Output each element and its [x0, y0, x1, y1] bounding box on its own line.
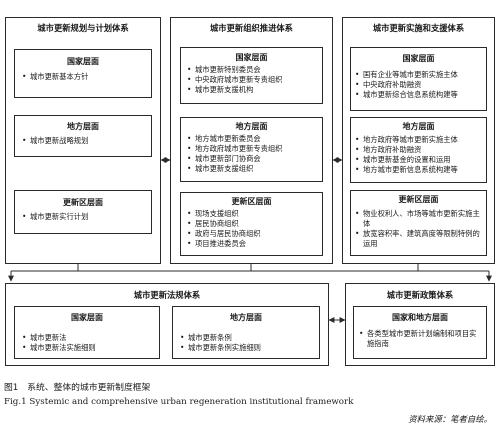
list-item: 城市更新综合信息系统构建等: [355, 90, 458, 100]
implementation-national-list: 国有企业等城市更新实施主体 中央政府补助融资 城市更新综合信息系统构建等: [355, 70, 458, 100]
list-item: 物业权利人、市场等城市更新实施主体: [355, 209, 481, 229]
policy-levels-list: 各类型城市更新计划编制和项目实施指南: [359, 329, 483, 349]
planning-national-title: 国家层面: [67, 57, 99, 66]
list-item: 城市更新支援机构: [187, 85, 283, 95]
implementation-system-title: 城市更新实施和支援体系: [372, 23, 465, 33]
policy-system-title: 城市更新政策体系: [386, 290, 454, 300]
list-item: 项目推进委员会: [187, 239, 261, 249]
list-item: 城市更新战略规划: [22, 136, 88, 146]
list-item: 中央政府城市更新专责组织: [187, 75, 283, 85]
list-item: 城市更新基本方针: [22, 72, 88, 82]
organization-district-box: 更新区层面 现场支援组织 居民协商组织 政府与居民协商组织 项目推进委员会: [180, 192, 323, 256]
planning-local-box: 地方层面 城市更新战略规划: [14, 115, 152, 157]
list-item: 城市更新条例实施细则: [180, 343, 261, 353]
organization-national-list: 城市更新特别委员会 中央政府城市更新专责组织 城市更新支援机构: [187, 65, 283, 95]
list-item: 地方城市更新信息系统构建等: [355, 165, 458, 175]
organization-district-title: 更新区层面: [231, 197, 272, 206]
source-note: 资料来源：笔者自绘。: [408, 414, 492, 424]
organization-national-box: 国家层面 城市更新特别委员会 中央政府城市更新专责组织 城市更新支援机构: [180, 47, 323, 104]
figure-caption-en: Fig.1 Systemic and comprehensive urban r…: [4, 397, 354, 407]
policy-levels-box: 国家和地方层面 各类型城市更新计划编制和项目实施指南: [353, 306, 487, 359]
organization-system-title: 城市更新组织推进体系: [210, 23, 293, 33]
list-item: 居民协商组织: [187, 219, 261, 229]
implementation-local-title: 地方层面: [402, 122, 435, 131]
list-item: 中央政府补助融资: [355, 80, 458, 90]
organization-local-title: 地方层面: [235, 122, 268, 131]
list-item: 城市更新部门协商会: [187, 154, 283, 164]
implementation-local-box: 地方层面 地方政府等城市更新实施主体 地方政府补助融资 城市更新基金的设置和运用…: [350, 117, 487, 183]
list-item: 地方城市更新委员会: [187, 134, 283, 144]
list-item: 地方政府等城市更新实施主体: [355, 135, 458, 145]
list-item: 城市更新支援组织: [187, 164, 283, 174]
planning-local-title: 地方层面: [67, 122, 99, 131]
implementation-national-title: 国家层面: [402, 54, 435, 63]
list-item: 城市更新实行计划: [22, 212, 88, 222]
list-item: 城市更新特别委员会: [187, 65, 283, 75]
list-item: 国有企业等城市更新实施主体: [355, 70, 458, 80]
list-item: 地方政府补助融资: [355, 145, 458, 155]
planning-national-list: 城市更新基本方针: [22, 72, 88, 82]
law-national-box: 国家层面 城市更新法 城市更新法实施细则: [14, 306, 160, 359]
planning-district-list: 城市更新实行计划: [22, 212, 88, 222]
law-local-box: 地方层面 城市更新条例 城市更新条例实施细则: [172, 306, 320, 359]
list-item: 地方政府城市更新专责组织: [187, 144, 283, 154]
list-item: 城市更新基金的设置和运用: [355, 155, 458, 165]
policy-levels-title: 国家和地方层面: [392, 313, 448, 322]
organization-local-box: 地方层面 地方城市更新委员会 地方政府城市更新专责组织 城市更新部门协商会 城市…: [180, 117, 323, 182]
list-item: 城市更新法实施细则: [22, 343, 96, 353]
implementation-district-list: 物业权利人、市场等城市更新实施主体 放宽容积率、建筑高度等限制特例的运用: [355, 209, 481, 249]
implementation-district-title: 更新区层面: [398, 195, 439, 204]
list-item: 各类型城市更新计划编制和项目实施指南: [359, 329, 483, 349]
planning-district-box: 更新区层面 城市更新实行计划: [14, 190, 152, 234]
list-item: 政府与居民协商组织: [187, 229, 261, 239]
list-item: 城市更新条例: [180, 333, 261, 343]
law-national-title: 国家层面: [71, 313, 103, 322]
planning-national-box: 国家层面 城市更新基本方针: [14, 49, 152, 98]
list-item: 放宽容积率、建筑高度等限制特例的运用: [355, 229, 481, 249]
organization-local-list: 地方城市更新委员会 地方政府城市更新专责组织 城市更新部门协商会 城市更新支援组…: [187, 134, 283, 174]
implementation-national-box: 国家层面 国有企业等城市更新实施主体 中央政府补助融资 城市更新综合信息系统构建…: [350, 47, 487, 111]
figure-caption-zh: 图1 系统、整体的城市更新制度框架: [4, 383, 151, 393]
list-item: 现场支援组织: [187, 209, 261, 219]
law-local-list: 城市更新条例 城市更新条例实施细则: [180, 333, 261, 353]
law-local-title: 地方层面: [230, 313, 262, 322]
law-system-title: 城市更新法规体系: [133, 290, 201, 300]
organization-national-title: 国家层面: [235, 53, 268, 62]
planning-district-title: 更新区层面: [63, 198, 103, 207]
planning-system-title: 城市更新规划与计划体系: [37, 23, 129, 33]
implementation-district-box: 更新区层面 物业权利人、市场等城市更新实施主体 放宽容积率、建筑高度等限制特例的…: [350, 190, 487, 256]
list-item: 城市更新法: [22, 333, 96, 343]
implementation-local-list: 地方政府等城市更新实施主体 地方政府补助融资 城市更新基金的设置和运用 地方城市…: [355, 135, 458, 175]
law-national-list: 城市更新法 城市更新法实施细则: [22, 333, 96, 353]
organization-district-list: 现场支援组织 居民协商组织 政府与居民协商组织 项目推进委员会: [187, 209, 261, 249]
planning-local-list: 城市更新战略规划: [22, 136, 88, 146]
